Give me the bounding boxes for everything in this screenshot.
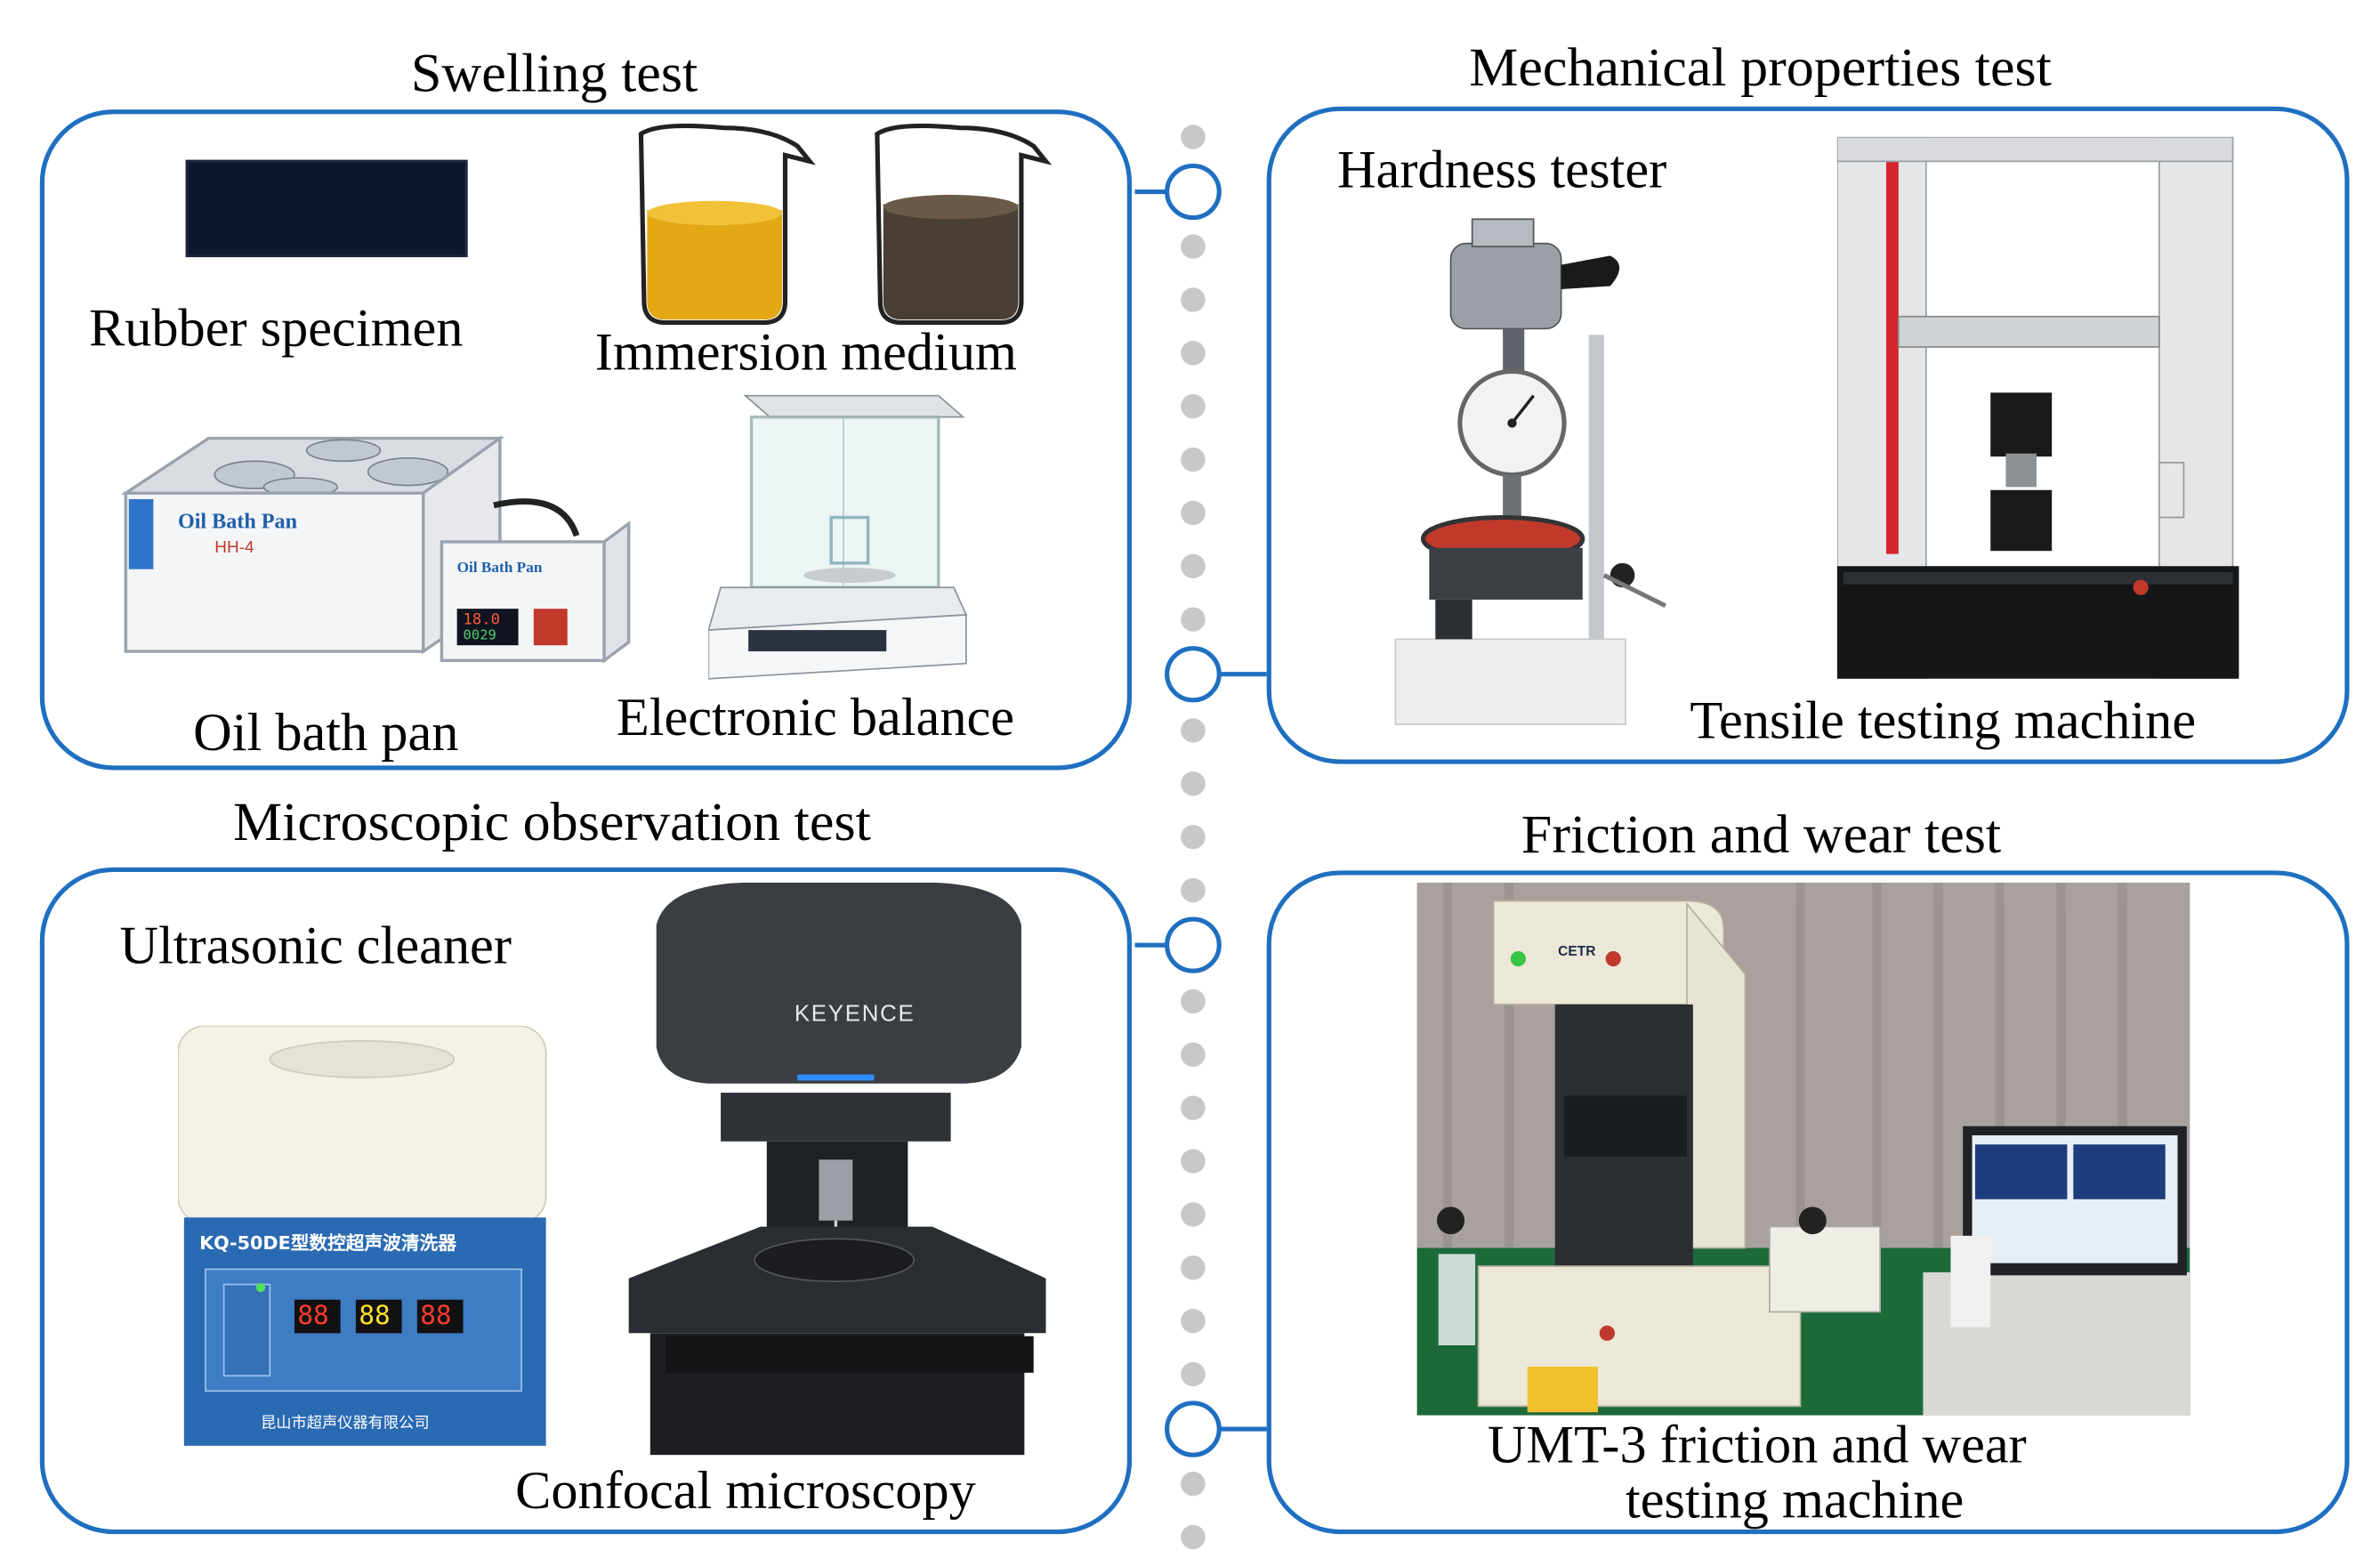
swelling-title: Swelling test: [410, 42, 698, 104]
ultrasonic-cleaner-image: KQ-50DE型数控超声波清洗器 88 88 88 昆山市超声仪器有限公司: [177, 1025, 549, 1449]
umt3-badge-text: CETR: [1558, 943, 1596, 959]
controller-reading-2-text: 0029: [463, 628, 496, 644]
controller-reading-text: 18.0: [463, 611, 501, 629]
cleaner-display-2: 88: [359, 1301, 391, 1332]
electronic-balance-image: [708, 394, 968, 680]
oil-bath-pan-label: Oil bath pan: [193, 703, 459, 763]
oil-bath-model-text: HH-4: [214, 538, 254, 558]
tensile-machine-image: [1836, 136, 2239, 679]
tensile-machine-label: Tensile testing machine: [1690, 690, 2197, 751]
immersion-medium-label: Immersion medium: [594, 322, 1017, 383]
mechanical-title: Mechanical properties test: [1469, 36, 2052, 98]
hardness-tester-label: Hardness tester: [1336, 140, 1667, 200]
oil-bath-brand-text: Oil Bath Pan: [177, 511, 298, 535]
umt3-label-line1: UMT-3 friction and wear: [1487, 1415, 2027, 1475]
umt3-label-line2: testing machine: [1626, 1470, 1965, 1530]
center-connector: [1134, 125, 1267, 1550]
connector-rings: [1134, 163, 1267, 1457]
electronic-balance-label: Electronic balance: [616, 688, 1015, 747]
keyence-brand-text: KEYENCE: [794, 1001, 916, 1028]
cleaner-maker-text: 昆山市超声仪器有限公司: [261, 1415, 430, 1433]
rubber-specimen-label: Rubber specimen: [88, 298, 464, 358]
microscopic-title: Microscopic observation test: [232, 791, 871, 852]
cleaner-display-1: 88: [297, 1301, 329, 1332]
oil-bath-pan-image: Oil Bath Pan HH-4 Oil Bath Pan 18.0 0029: [117, 429, 638, 688]
connector-dots: [1181, 125, 1206, 1550]
confocal-microscopy-label: Confocal microscopy: [515, 1460, 976, 1521]
beaker-oil-image: [638, 123, 816, 326]
beaker-dark-medium-image: [875, 123, 1053, 326]
umt3-machine-photo: CETR: [1416, 883, 2190, 1416]
confocal-microscope-image: KEYENCE: [619, 880, 1055, 1461]
rubber-specimen-image: [185, 159, 468, 258]
hardness-tester-image: [1394, 218, 1666, 726]
cleaner-display-3: 88: [420, 1301, 452, 1332]
controller-brand-text: Oil Bath Pan: [456, 560, 543, 577]
ultrasonic-cleaner-label: Ultrasonic cleaner: [119, 916, 512, 976]
cleaner-model-text: KQ-50DE型数控超声波清洗器: [199, 1232, 456, 1255]
friction-title: Friction and wear test: [1521, 803, 2002, 865]
